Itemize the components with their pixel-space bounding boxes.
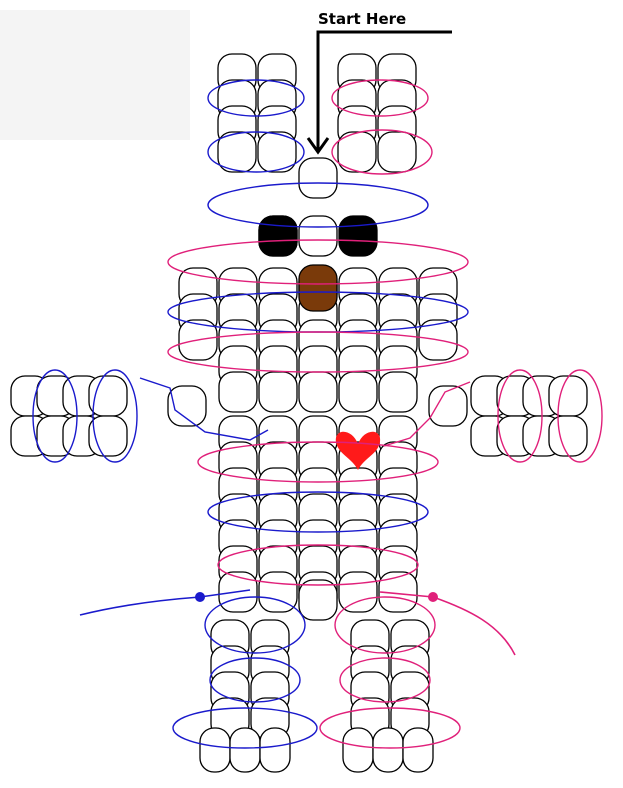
bead [403, 728, 433, 772]
bead [200, 728, 230, 772]
bead [343, 728, 373, 772]
bead [260, 728, 290, 772]
corner-patch [0, 10, 190, 140]
right-thread-end-icon [428, 592, 438, 602]
bead [549, 376, 587, 416]
bead [339, 572, 377, 612]
bead [219, 372, 257, 412]
bead [373, 728, 403, 772]
nose-bead [299, 265, 337, 311]
bead [299, 372, 337, 412]
left-eye-bead [259, 216, 297, 256]
bead [299, 580, 337, 620]
bead [429, 386, 467, 426]
bead [339, 372, 377, 412]
bead [230, 728, 260, 772]
bead [379, 372, 417, 412]
bead [259, 372, 297, 412]
bead [378, 132, 416, 172]
left-thread-end-icon [195, 592, 205, 602]
bead [549, 416, 587, 456]
bead [299, 158, 337, 198]
bead [218, 132, 256, 172]
right-eye-bead [339, 216, 377, 256]
bead [299, 216, 337, 256]
start-here-label: Start Here [318, 10, 406, 28]
